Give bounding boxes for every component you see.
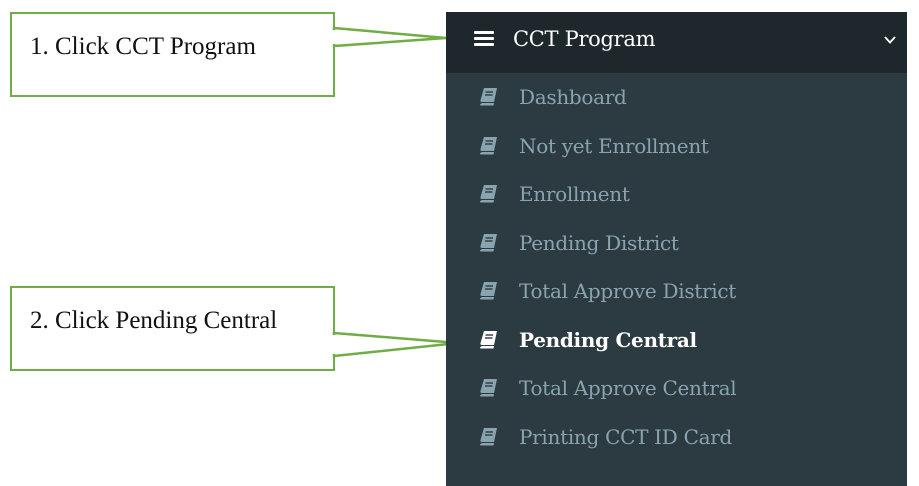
book-icon — [480, 330, 498, 350]
sidebar-item-label: Not yet Enrollment — [519, 133, 709, 158]
callout-step-2: 2. Click Pending Central — [10, 286, 335, 371]
sidebar-item-total-approve-district[interactable]: Total Approve District — [446, 268, 907, 316]
sidebar-item-label: Total Approve District — [519, 279, 737, 303]
callout-pointer-1 — [332, 26, 447, 48]
sidebar-item-pending-district[interactable]: Pending District — [446, 220, 907, 268]
menu-group-cct-program[interactable]: CCT Program — [446, 12, 907, 73]
callout-step-2-text: 2. Click Pending Central — [30, 307, 278, 334]
sidebar-item-pending-central[interactable]: Pending Central — [446, 317, 907, 365]
book-icon — [480, 378, 498, 398]
book-icon — [480, 136, 498, 156]
sidebar-item-label: Total Approve Central — [519, 376, 737, 400]
sidebar-item-label: Printing CCT ID Card — [519, 424, 732, 449]
sidebar-item-dashboard[interactable]: Dashboard — [446, 74, 907, 122]
callout-step-1: 1. Click CCT Program — [10, 12, 335, 97]
sidebar-item-total-approve-central[interactable]: Total Approve Central — [446, 365, 907, 413]
sidebar-item-not-yet-enrollment[interactable]: Not yet Enrollment — [446, 123, 907, 171]
sidebar-item-label: Enrollment — [519, 182, 630, 206]
sidebar-item-label: Pending Central — [519, 327, 697, 352]
sidebar-item-label: Pending District — [519, 230, 679, 255]
sidebar-item-enrollment[interactable]: Enrollment — [446, 171, 907, 219]
hamburger-icon — [474, 31, 494, 47]
callout-pointer-2 — [332, 331, 459, 358]
chevron-down-icon — [884, 36, 896, 44]
book-icon — [480, 87, 498, 107]
book-icon — [480, 281, 498, 301]
sidebar-item-printing-cct-id-card[interactable]: Printing CCT ID Card — [446, 414, 907, 462]
menu-group-title: CCT Program — [513, 27, 656, 51]
book-icon — [480, 233, 498, 253]
callout-step-1-text: 1. Click CCT Program — [30, 33, 256, 60]
sidebar-item-label: Dashboard — [519, 85, 627, 109]
book-icon — [480, 427, 498, 447]
book-icon — [480, 184, 498, 204]
